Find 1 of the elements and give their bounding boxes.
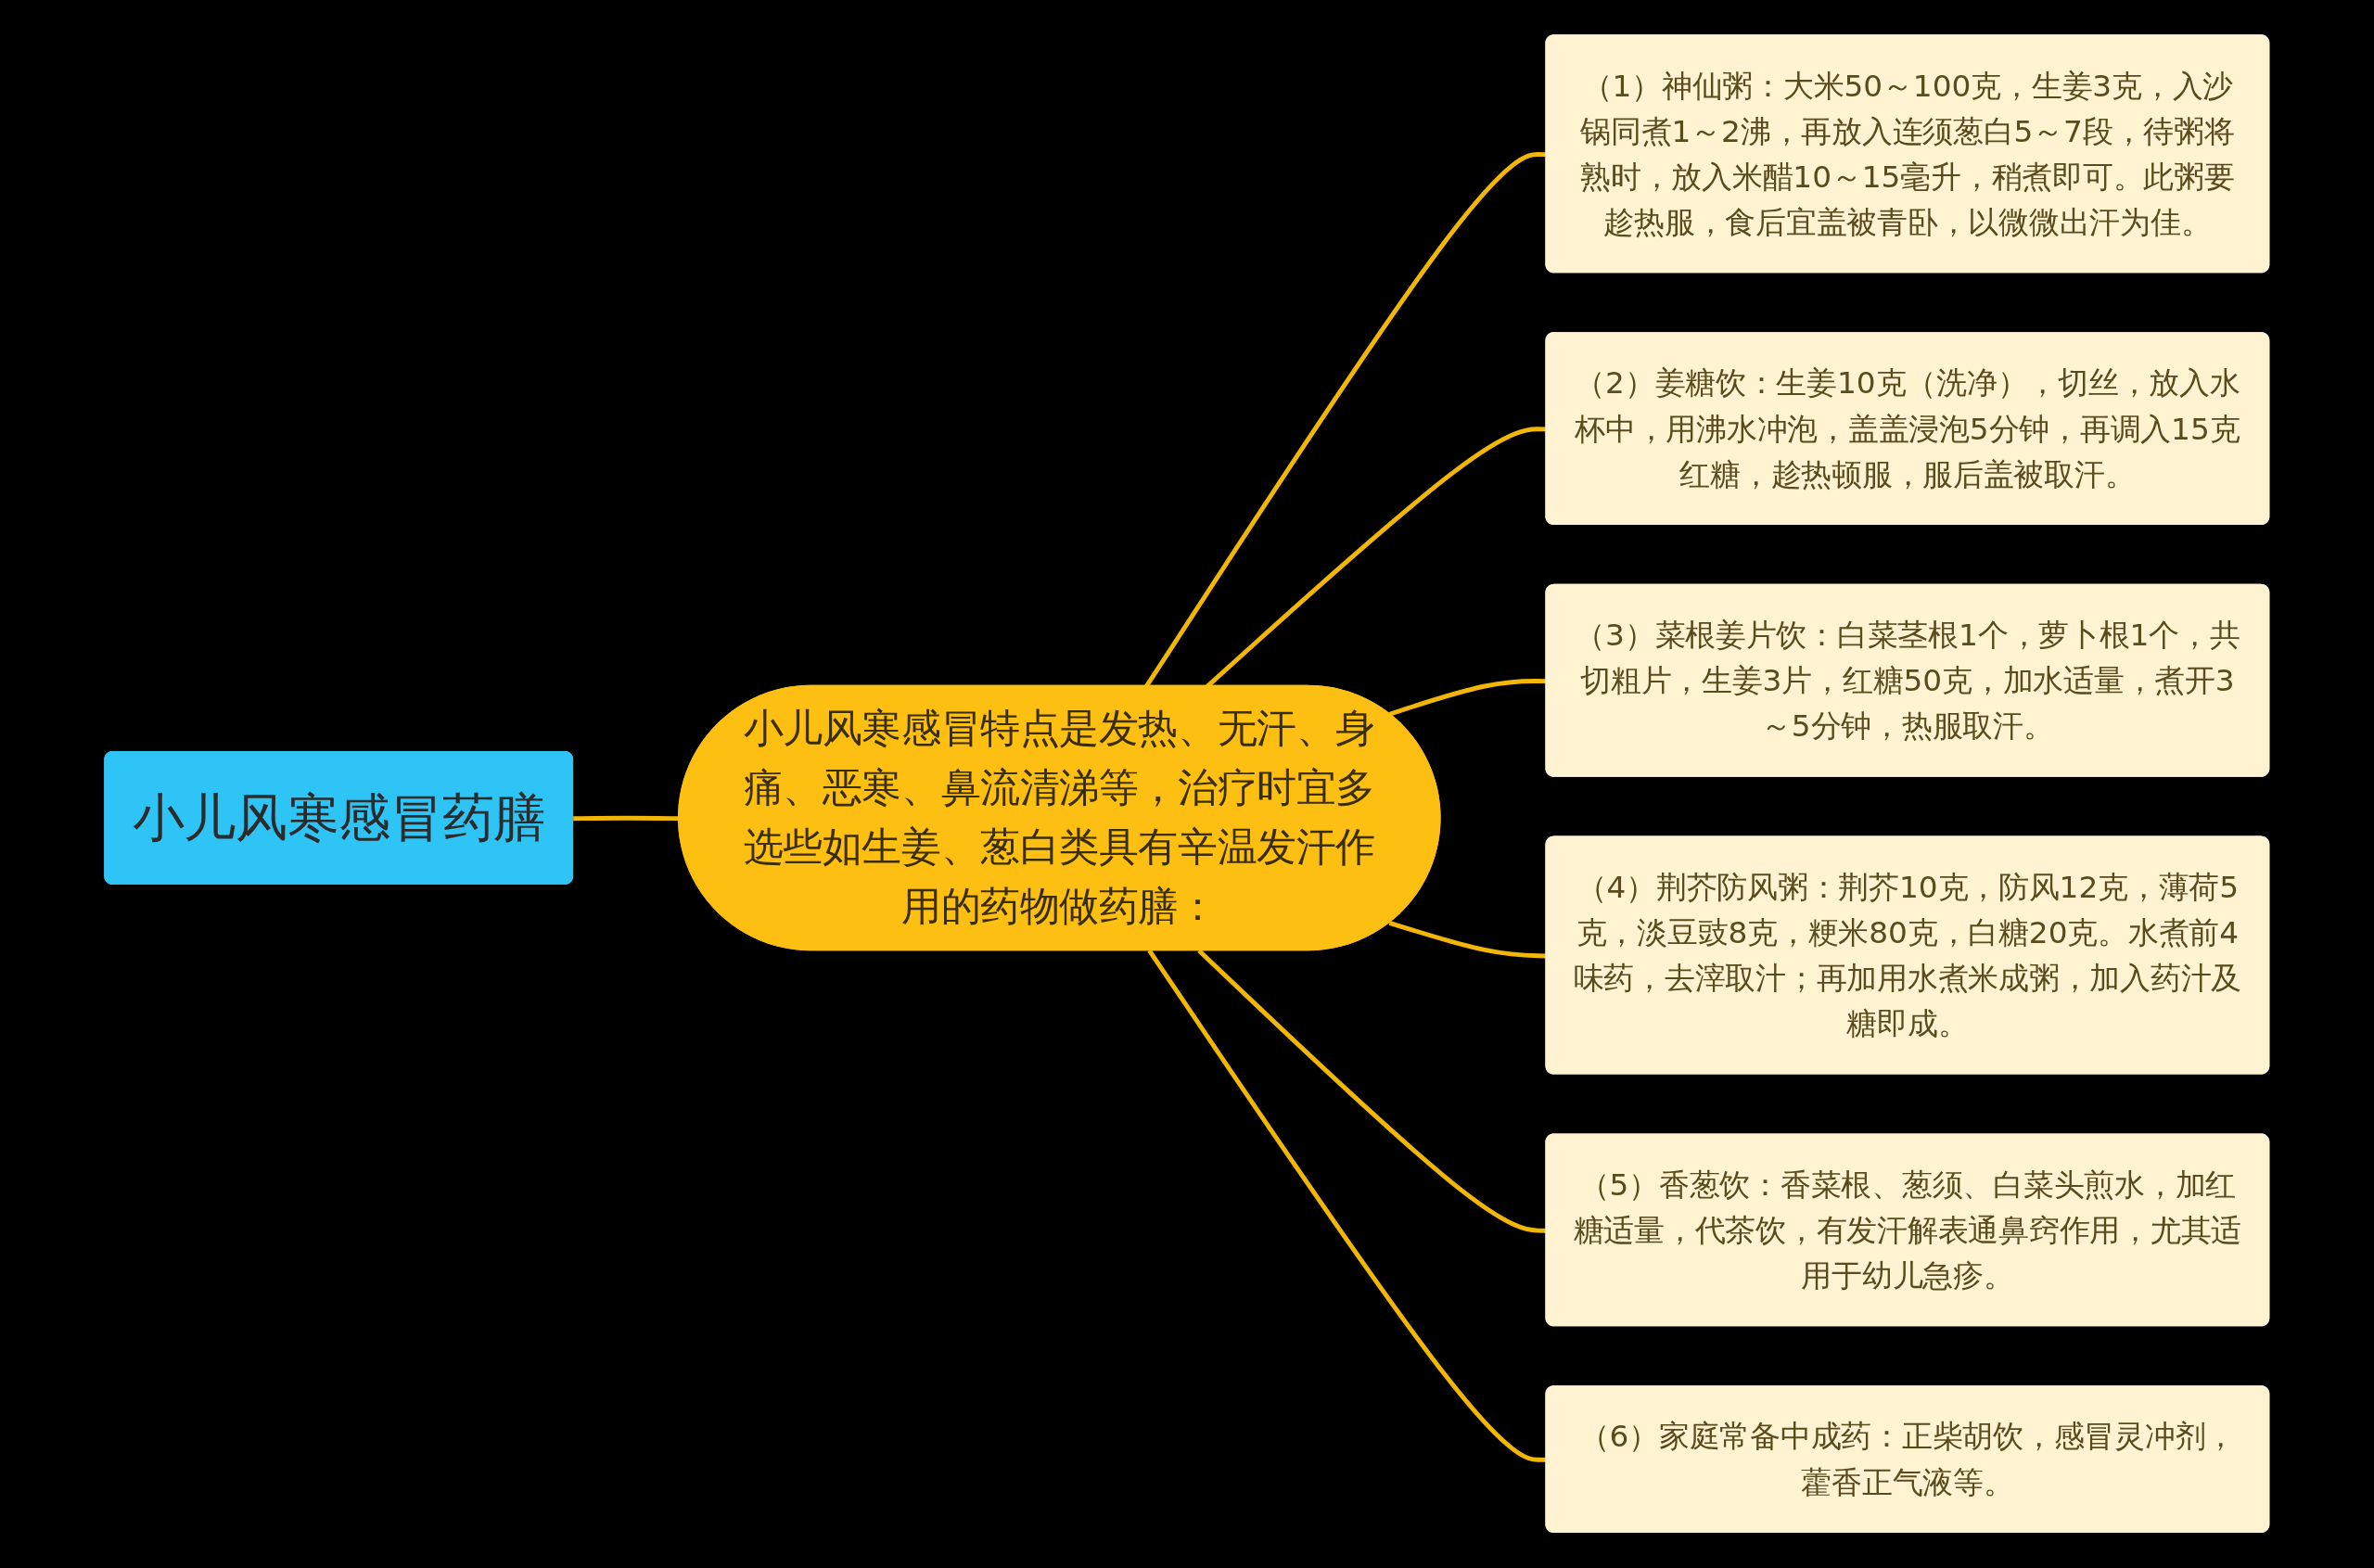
connector: [573, 816, 680, 822]
